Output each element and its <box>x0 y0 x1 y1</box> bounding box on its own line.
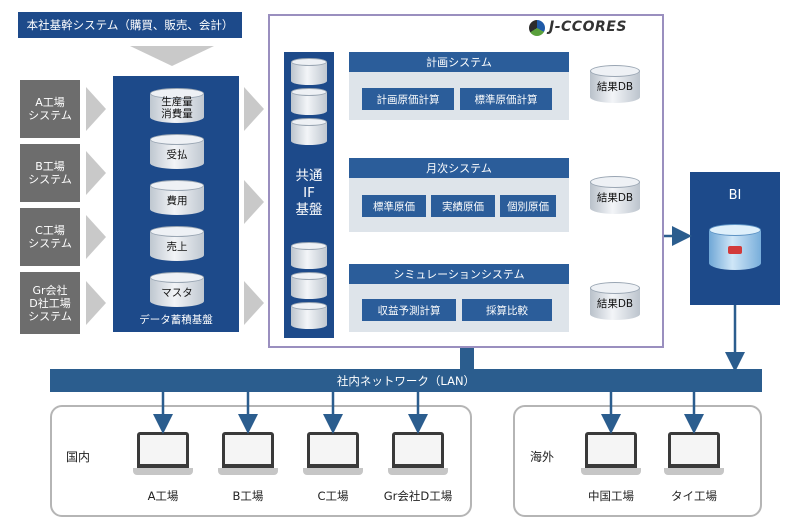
result-db-cylinder: 結果DB <box>590 176 640 216</box>
laptop-icon <box>581 432 641 480</box>
database-cylinder <box>291 58 327 85</box>
jccores-logo: J-CCORES <box>549 19 627 35</box>
laptop-icon <box>218 432 278 480</box>
profitability-compare: 採算比較 <box>462 299 552 321</box>
database-cylinder <box>291 118 327 145</box>
down-funnel-arrow <box>130 46 214 66</box>
database-cylinder <box>291 242 327 269</box>
actual-cost: 実績原価 <box>431 195 495 217</box>
laptop-icon <box>133 432 193 480</box>
jccores-logo-icon <box>529 20 545 36</box>
site-label: 中国工場 <box>588 489 634 503</box>
database-cylinder: 費用 <box>150 180 204 218</box>
site-label: Gr会社D工場 <box>383 489 453 503</box>
database-cylinder <box>291 88 327 115</box>
monthly-system-title: 月次システム <box>426 162 492 175</box>
lan-connector <box>460 348 474 370</box>
head-office-banner: 本社基幹システム（購買、販売、会計） <box>18 12 242 38</box>
lan-bar: 社内ネットワーク（LAN） <box>50 369 762 392</box>
chevron-right-icon <box>86 215 106 259</box>
factory-system-gr-d: Gr会社 D社工場 システム <box>20 272 80 334</box>
database-cylinder: マスタ <box>150 272 204 310</box>
site-label: A工場 <box>147 489 179 503</box>
chevron-right-icon <box>244 180 264 224</box>
chevron-right-icon <box>244 281 264 325</box>
standard-cost-calc: 標準原価計算 <box>460 88 552 110</box>
storage-label: データ蓄積基盤 <box>139 314 213 326</box>
common-if-platform <box>284 52 334 338</box>
laptop-icon <box>388 432 448 480</box>
factory-system-b: B工場 システム <box>20 144 80 202</box>
chevron-right-icon <box>86 87 106 131</box>
standard-cost: 標準原価 <box>362 195 426 217</box>
database-cylinder <box>291 302 327 329</box>
chevron-right-icon <box>86 151 106 195</box>
overseas-group <box>513 405 762 517</box>
site-label: C工場 <box>317 489 349 503</box>
site-label: タイ工場 <box>671 489 717 503</box>
common-if-label: 共通 IF 基盤 <box>295 168 323 218</box>
database-cylinder: 生産量 消費量 <box>150 88 204 126</box>
database-cylinder: 売上 <box>150 226 204 264</box>
data-storage-platform: 生産量 消費量 受払 費用 売上 マスタ データ蓄積基盤 <box>113 76 239 332</box>
individual-cost: 個別原価 <box>500 195 556 217</box>
database-cylinder <box>291 272 327 299</box>
plan-cost-calc: 計画原価計算 <box>362 88 454 110</box>
laptop-icon <box>664 432 724 480</box>
bi-database-icon <box>709 224 761 272</box>
planning-system-title: 計画システム <box>426 56 492 69</box>
result-db-cylinder: 結果DB <box>590 282 640 322</box>
factory-system-a: A工場 システム <box>20 80 80 138</box>
database-cylinder: 受払 <box>150 134 204 172</box>
overseas-label: 海外 <box>530 450 555 464</box>
factory-system-c: C工場 システム <box>20 208 80 266</box>
profit-forecast-calc: 収益予測計算 <box>362 299 456 321</box>
domestic-label: 国内 <box>66 450 91 464</box>
laptop-icon <box>303 432 363 480</box>
result-db-cylinder: 結果DB <box>590 65 640 105</box>
simulation-system-title: シミュレーションシステム <box>393 268 525 281</box>
chevron-right-icon <box>86 281 106 325</box>
bi-label: BI <box>728 188 742 203</box>
chevron-right-icon <box>244 87 264 131</box>
site-label: B工場 <box>232 489 264 503</box>
